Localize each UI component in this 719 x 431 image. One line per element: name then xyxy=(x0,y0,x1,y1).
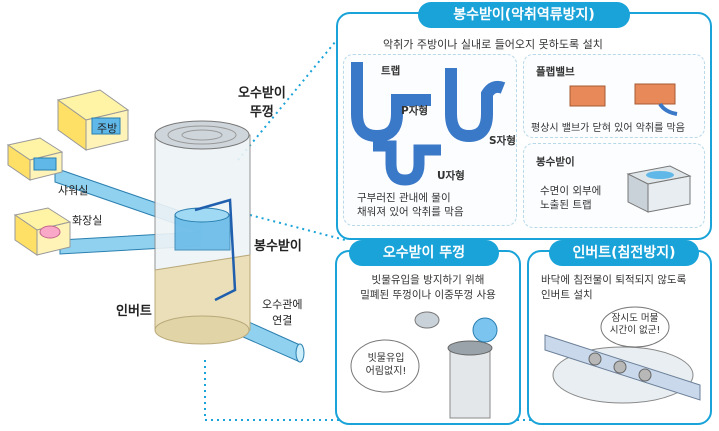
kitchen-room xyxy=(56,89,130,151)
cover-bubble: 빗물유입 어림없지! xyxy=(365,353,407,377)
p-type-label: P자형 xyxy=(401,105,429,117)
shower-room xyxy=(6,137,64,181)
panel-invert-title: 인버트(침전방지) xyxy=(549,240,699,266)
flap-valve-illustration xyxy=(569,83,678,116)
label-kitchen: 주방 xyxy=(97,122,118,135)
s-type-label: S자형 xyxy=(489,135,516,147)
label-shower: 샤워실 xyxy=(58,184,89,197)
label-sewer: 오수관에 연결 xyxy=(262,298,303,327)
trap-label: 트랩 xyxy=(381,65,401,77)
panel-trap-title: 봉수받이(악취역류방지) xyxy=(418,2,630,28)
u-type-label: U자형 xyxy=(437,170,465,182)
label-toilet: 화장실 xyxy=(72,214,103,227)
invert-illustration xyxy=(544,306,701,404)
label-cover: 오수받이 뚜껑 xyxy=(238,86,286,120)
cover-illustration xyxy=(350,311,498,419)
flap-caption: 평상시 밸브가 닫혀 있어 악취를 막음 xyxy=(531,123,685,134)
trap-types-illustration xyxy=(351,62,506,186)
label-invert: 인버트 xyxy=(116,304,152,319)
panel-cover-description: 빗물유입을 방지하기 위해 밀폐된 뚜껑이나 이중뚜껑 사용 xyxy=(360,274,496,301)
basin-illustration xyxy=(626,165,692,213)
toilet-room xyxy=(13,207,72,256)
panel-trap-description: 악취가 주방이나 실내로 들어오지 못하도록 설치 xyxy=(383,38,603,51)
trap-caption: 구부러진 관내에 물이 채워져 있어 악취를 막음 xyxy=(357,192,464,218)
basin-caption: 수면이 외부에 노출된 트랩 xyxy=(540,185,602,211)
label-trap: 봉수받이 xyxy=(254,239,302,254)
invert-bubble: 잠시도 머물 시간이 없군! xyxy=(609,313,661,336)
panel-cover-title: 오수받이 뚜껑 xyxy=(349,240,499,266)
flap-title: 플랩밸브 xyxy=(536,66,575,78)
panel-invert-description: 바닥에 침전물이 퇴적되지 않도록 인버트 설치 xyxy=(541,274,687,301)
manhole-cylinder xyxy=(154,120,251,345)
basin-title: 봉수받이 xyxy=(536,156,575,168)
